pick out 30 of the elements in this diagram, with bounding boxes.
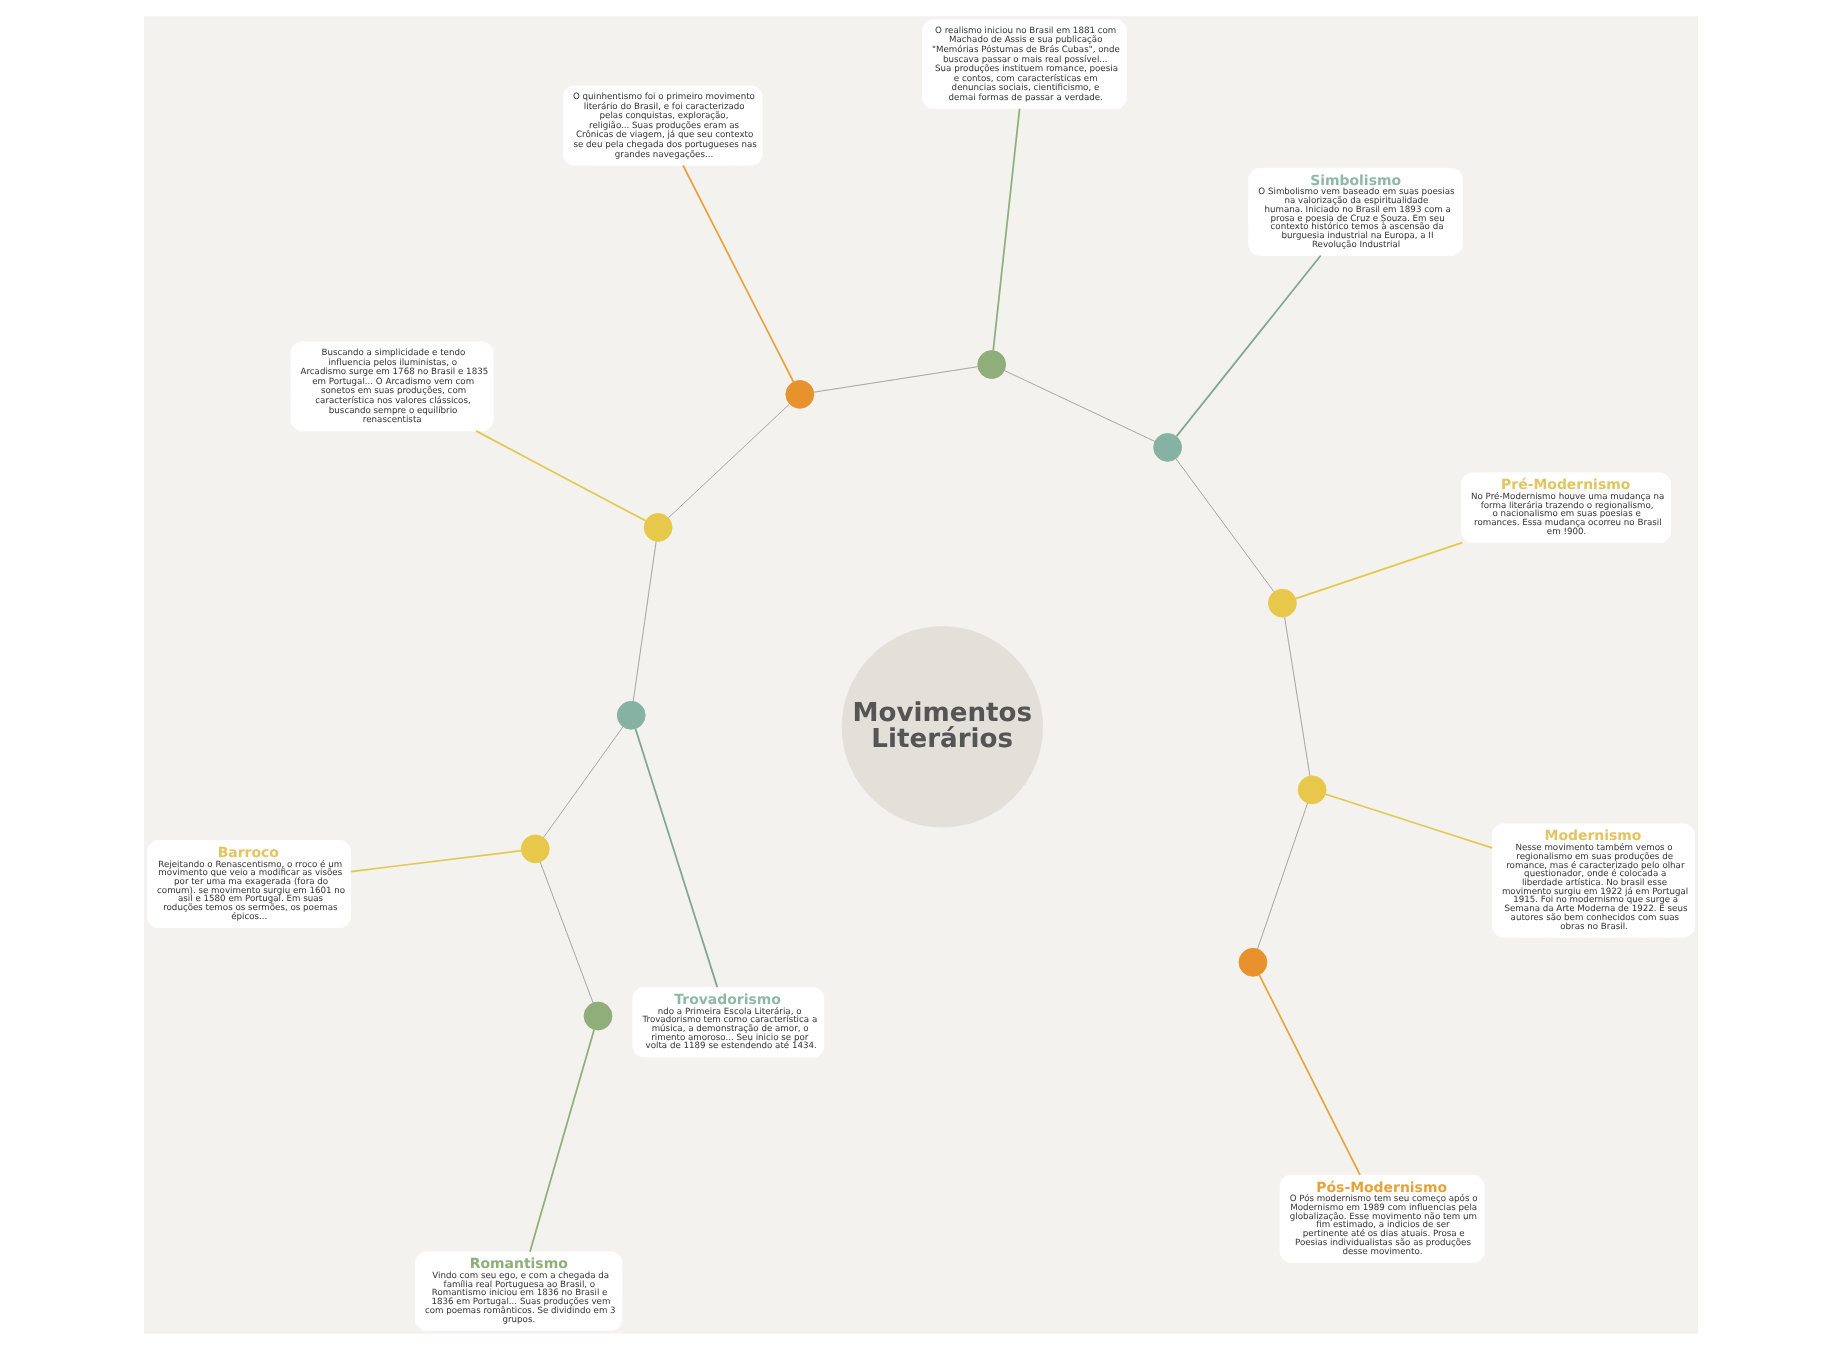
- connector: [1175, 458, 1275, 593]
- connector: [667, 403, 790, 519]
- connector: [632, 540, 657, 702]
- node-circle: [583, 1001, 613, 1031]
- node-circle: [643, 513, 673, 542]
- connector: [1258, 974, 1361, 1176]
- node-circle: [520, 834, 550, 864]
- connector: [1324, 793, 1493, 849]
- node-circle: [1153, 433, 1182, 462]
- node-circle: [616, 700, 646, 730]
- connector: [529, 1028, 595, 1253]
- connector: [992, 107, 1021, 352]
- connector: [634, 728, 719, 988]
- connector: [813, 366, 979, 393]
- connector: [349, 849, 522, 873]
- connector: [1175, 254, 1322, 438]
- connector: [1284, 616, 1311, 777]
- node-circle: [1297, 775, 1327, 805]
- connector: [682, 164, 795, 383]
- node-circle: [1268, 588, 1297, 618]
- node-circle: [977, 350, 1007, 379]
- connector: [539, 861, 594, 1004]
- connector: [543, 726, 624, 838]
- connector: [475, 430, 647, 522]
- node-circle: Movimentos Literários: [841, 626, 1044, 828]
- connector: [1294, 541, 1463, 600]
- node-circle: [785, 380, 815, 409]
- connector: [1003, 370, 1156, 442]
- node-circle: [1238, 947, 1268, 977]
- connector: [1257, 802, 1308, 950]
